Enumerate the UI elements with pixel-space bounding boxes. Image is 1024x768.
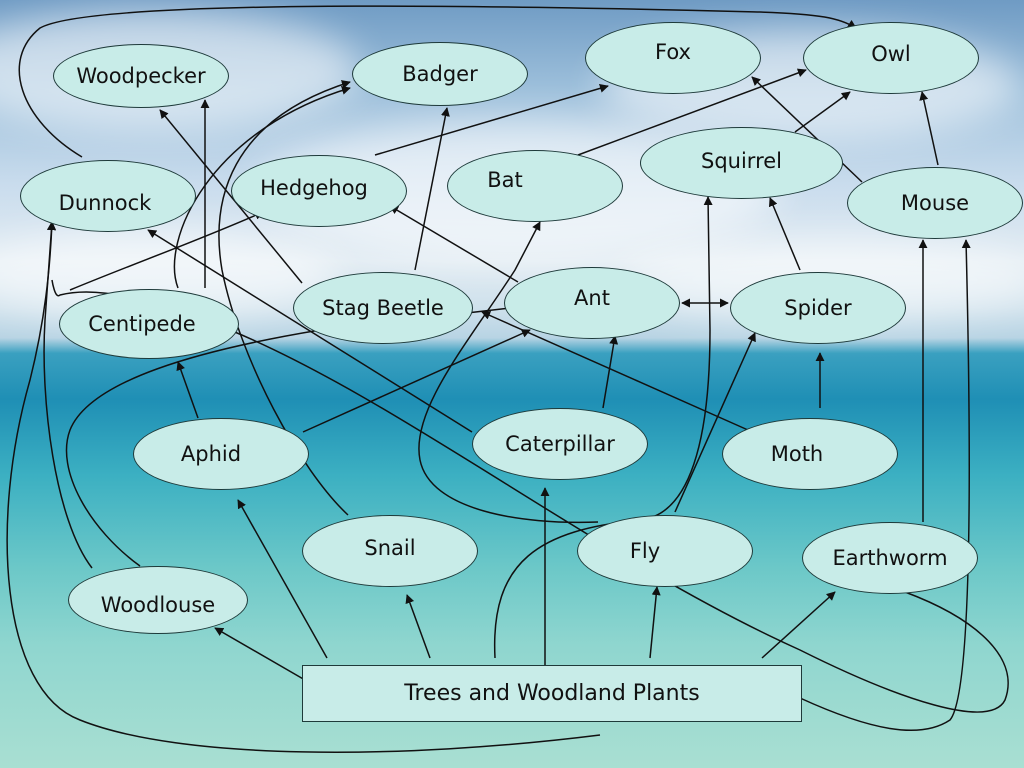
node-snail: Snail	[302, 515, 478, 587]
arrow-stagbeetle-badger	[414, 107, 450, 271]
node-centipede: Centipede	[59, 289, 239, 359]
arrow-plants-woodlouse	[214, 627, 306, 681]
node-label: Badger	[402, 62, 478, 86]
node-mouse: Mouse	[847, 167, 1023, 239]
node-label: Woodlouse	[100, 593, 216, 617]
node-label: Aphid	[180, 442, 242, 466]
node-label: Snail	[364, 536, 416, 560]
node-squirrel: Squirrel	[640, 127, 843, 199]
node-label: Fly	[629, 539, 661, 563]
node-ant: Ant	[504, 267, 680, 339]
node-label: Woodpecker	[76, 64, 206, 88]
node-fly: Fly	[577, 515, 753, 587]
node-label: Trees and Woodland Plants	[404, 681, 700, 706]
node-label: Dunnock	[58, 191, 152, 215]
arrow-moth-stagbeetle	[481, 311, 749, 431]
node-trees-and-woodland-plants: Trees and Woodland Plants	[302, 665, 802, 722]
arrow-squirrel-owl	[794, 91, 851, 133]
node-label: Ant	[574, 286, 610, 310]
node-dunnock: Dunnock	[20, 160, 196, 232]
arrow-woodlouse-dunnock	[43, 221, 93, 569]
arrow-bat-owl	[577, 68, 807, 156]
node-label: Fox	[655, 40, 691, 64]
node-stag-beetle: Stag Beetle	[293, 272, 473, 344]
node-aphid: Aphid	[133, 418, 309, 490]
node-badger: Badger	[352, 42, 528, 106]
node-label: Caterpillar	[505, 432, 615, 456]
arrow-fly-spider	[674, 332, 756, 513]
arrow-plants-earthworm	[761, 591, 836, 659]
arrow-caterpillar-ant	[602, 335, 619, 409]
arrow-plants-dunnock	[6, 221, 601, 753]
node-label: Squirrel	[701, 149, 782, 173]
node-woodpecker: Woodpecker	[53, 44, 229, 108]
node-label: Owl	[871, 42, 911, 66]
node-owl: Owl	[803, 22, 979, 94]
node-label: Stag Beetle	[322, 296, 444, 320]
arrow-spider-squirrel	[768, 197, 801, 271]
node-label: Earthworm	[832, 546, 948, 570]
node-label: Spider	[784, 296, 852, 320]
node-label: Moth	[770, 442, 824, 466]
arrow-ant-hedgehog	[389, 205, 519, 283]
arrow-stagbeetle-woodpecker	[159, 109, 303, 284]
arrow-plants-fly	[649, 586, 661, 659]
node-label: Centipede	[88, 312, 196, 336]
node-moth: Moth	[722, 418, 898, 490]
arrow-mouse-fox	[751, 76, 863, 183]
arrow-hedgehog-fox	[374, 83, 609, 156]
node-hedgehog: Hedgehog	[231, 155, 407, 227]
arrow-woodlouse-hedgehog	[69, 211, 264, 291]
node-label: Bat	[487, 168, 523, 192]
arrow-aphid-centipede	[176, 361, 199, 419]
node-label: Hedgehog	[260, 176, 368, 200]
arrow-dunnock-owl	[18, 5, 857, 158]
arrow-centipede-badger	[173, 86, 351, 289]
node-bat: Bat	[447, 150, 623, 222]
node-earthworm: Earthworm	[802, 522, 978, 594]
arrow-fly-bat	[418, 221, 599, 524]
arrow-aphid-ant	[302, 329, 531, 433]
node-label: Mouse	[900, 191, 970, 215]
arrow-plants-aphid	[237, 499, 328, 659]
arrow-plants-snail	[405, 594, 431, 659]
arrow-mouse-owl	[919, 91, 939, 166]
node-spider: Spider	[730, 272, 906, 344]
node-woodlouse: Woodlouse	[68, 566, 248, 634]
node-fox: Fox	[585, 22, 761, 94]
arrow-plants-mouse	[799, 239, 971, 731]
node-caterpillar: Caterpillar	[472, 408, 648, 480]
